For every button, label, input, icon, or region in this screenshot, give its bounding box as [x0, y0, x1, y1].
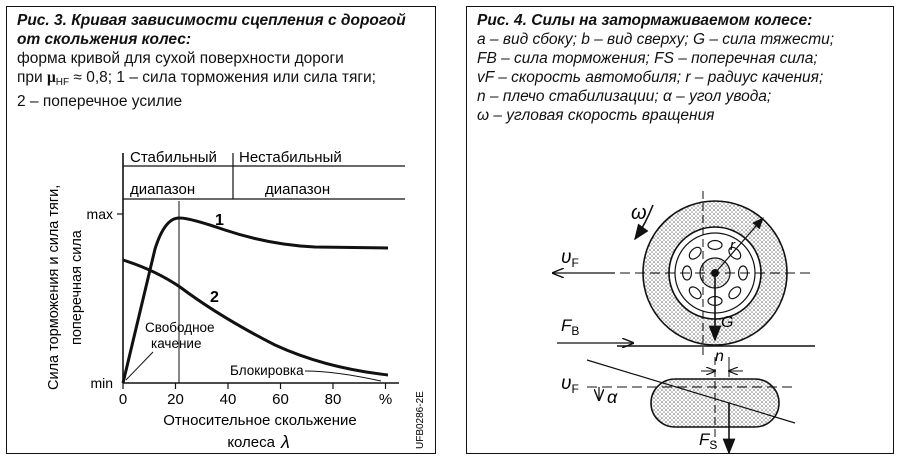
slip-curve-chart: Стабильный диапазон Нестабильный диапазо…	[46, 149, 426, 452]
rim-hole	[707, 240, 724, 251]
n-label: n	[715, 348, 724, 365]
wheel-side-view: r G	[605, 191, 814, 358]
figure-4-title: Рис. 4. Силы на затормаживаемом колесе:	[477, 12, 813, 29]
x-tick-label: 0	[119, 391, 127, 408]
figure-4-line4: n – плечо стабилизации; α – угол увода;	[477, 88, 772, 105]
y-axis-label-line2: поперечная сила	[69, 230, 85, 346]
figure-4-panel: Рис. 4. Силы на затормаживаемом колесе: …	[466, 6, 894, 454]
x-tick-label: 20	[168, 391, 185, 408]
lateral-force-label: FS	[699, 430, 717, 452]
x-axis-label-line1: Относительное скольжение	[164, 412, 357, 429]
tire-top-view	[650, 378, 781, 429]
figure-4-line1: a – вид сбоку; b – вид сверху; G – сила …	[477, 31, 835, 48]
rim-hole	[689, 247, 703, 261]
figure-3-desc-line3: 2 – поперечное усилие	[17, 93, 183, 110]
figure-3-title-line1: Рис. 3. Кривая зависимости сцепления с д…	[17, 12, 406, 29]
x-tick-label: %	[379, 391, 392, 408]
y-tick-min-label: min	[91, 375, 114, 391]
lock-pointer	[305, 370, 382, 382]
stable-zone-label-2: диапазон	[130, 181, 195, 198]
x-tick-label: 40	[220, 391, 237, 408]
y-tick-max-label: max	[87, 206, 113, 222]
stable-zone-label: Стабильный	[130, 149, 217, 166]
curve-1-label: 1	[215, 212, 224, 229]
figure-3-desc-line1: форма кривой для сухой поверхности дорог…	[17, 50, 344, 67]
x-axis-label-line2: колеса	[228, 434, 276, 451]
figure-4-line2: FB – сила торможения; FS – поперечная си…	[477, 50, 818, 67]
lambda-symbol: λ	[280, 432, 290, 452]
x-tick-label: 60	[273, 391, 290, 408]
radius-label: r	[730, 237, 736, 254]
figure-code: UFB0286-2E	[415, 391, 426, 449]
alpha-label: α	[607, 387, 618, 407]
rim-holes	[682, 240, 749, 307]
figure-4-line3: vF – скорость автомобиля; r – радиус кач…	[477, 69, 824, 86]
braking-force-label: FB	[561, 316, 579, 338]
free-rolling-label-2: качение	[151, 336, 201, 351]
rim-hole	[728, 286, 742, 300]
slip-direction-line	[587, 359, 796, 424]
figure-4-line5: ω – угловая скорость вращения	[477, 107, 715, 124]
curve-1-braking-force	[121, 216, 389, 384]
figure-3-desc-line2: при μHF ≈ 0,8; 1 – сила торможения или с…	[17, 69, 376, 88]
omega-label: ω	[631, 202, 647, 224]
x-tick-group: 0 20 40 60 80%	[119, 383, 393, 408]
unstable-zone-label: Нестабильный	[239, 149, 342, 166]
curve-2-label: 2	[210, 289, 219, 306]
lock-label: Блокировка	[230, 363, 304, 378]
figure-3-panel: Рис. 3. Кривая зависимости сцепления с д…	[6, 6, 436, 454]
gravity-label: G	[721, 314, 733, 331]
rim-hole	[728, 247, 742, 261]
wheel-top-view: n	[587, 348, 796, 454]
unstable-zone-label-2: диапазон	[265, 181, 330, 198]
wheel-forces-diagram: r G ω υF FB n υF α	[465, 191, 816, 454]
rim-hole	[689, 286, 703, 300]
figure-4-caption: Рис. 4. Силы на затормаживаемом колесе: …	[477, 11, 887, 125]
free-rolling-pointer	[126, 352, 154, 381]
free-rolling-label: Свободное	[145, 320, 215, 335]
x-tick-label: 80	[325, 391, 342, 408]
figure-3-caption: Рис. 3. Кривая зависимости сцепления с д…	[17, 11, 429, 111]
velocity-label-top: υF	[561, 373, 579, 396]
velocity-label-side: υF	[561, 247, 579, 270]
radius-arrow	[714, 217, 765, 274]
figure-3-title-line2: от скольжения колес:	[17, 31, 191, 48]
curve-2-lateral-force	[122, 258, 389, 377]
rotation-arrow	[634, 205, 655, 241]
y-axis-label-line1: Сила торможения и сила тяги,	[46, 185, 62, 390]
